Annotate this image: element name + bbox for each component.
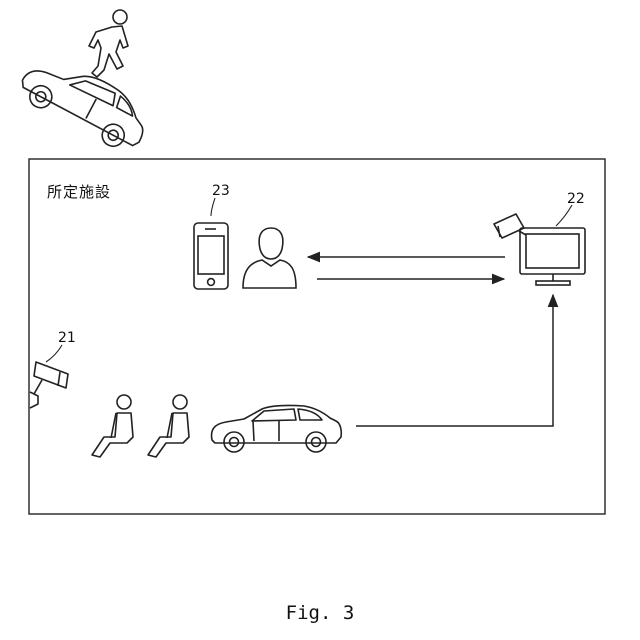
ref-numeral-smartphone: 23 bbox=[212, 183, 230, 199]
car-icon bbox=[212, 405, 342, 452]
ref-numeral-camera: 21 bbox=[58, 330, 76, 346]
leader-22 bbox=[556, 205, 572, 226]
entering-car-icon bbox=[14, 48, 156, 158]
leader-23 bbox=[211, 198, 215, 216]
arrow-car-to-display bbox=[356, 295, 553, 426]
display-camera-icon bbox=[494, 214, 526, 238]
facility-label: 所定施設 bbox=[47, 181, 111, 202]
leader-21 bbox=[46, 345, 62, 362]
seated-person-icon bbox=[92, 395, 133, 457]
figure-caption: Fig. 3 bbox=[0, 602, 640, 624]
facility-boundary bbox=[29, 159, 605, 514]
monitor-icon bbox=[520, 228, 585, 285]
pedestrian-icon bbox=[89, 10, 128, 77]
wall-camera-icon bbox=[30, 362, 68, 408]
seated-person-icon bbox=[148, 395, 189, 457]
smartphone-icon bbox=[194, 223, 228, 289]
ref-numeral-display: 22 bbox=[567, 191, 585, 207]
person-icon bbox=[243, 228, 296, 288]
